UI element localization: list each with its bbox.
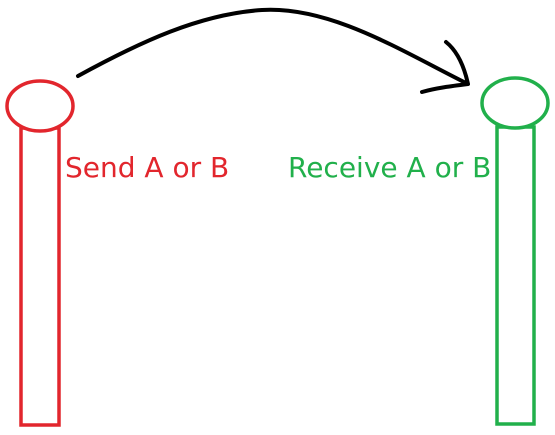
transfer-arrow	[76, 7, 470, 94]
transfer-arrow-curve	[76, 7, 468, 85]
receiver-pole-head	[480, 76, 550, 130]
receiver-pole-shaft	[495, 125, 536, 426]
sender-pole-head	[5, 79, 75, 133]
transfer-arrow-head	[420, 40, 470, 94]
sender-pole-shaft	[19, 126, 61, 427]
receiver-pole	[480, 76, 550, 426]
sender-pole	[5, 79, 75, 427]
receive-label: Receive A or B	[288, 151, 492, 184]
send-label: Send A or B	[65, 151, 230, 184]
